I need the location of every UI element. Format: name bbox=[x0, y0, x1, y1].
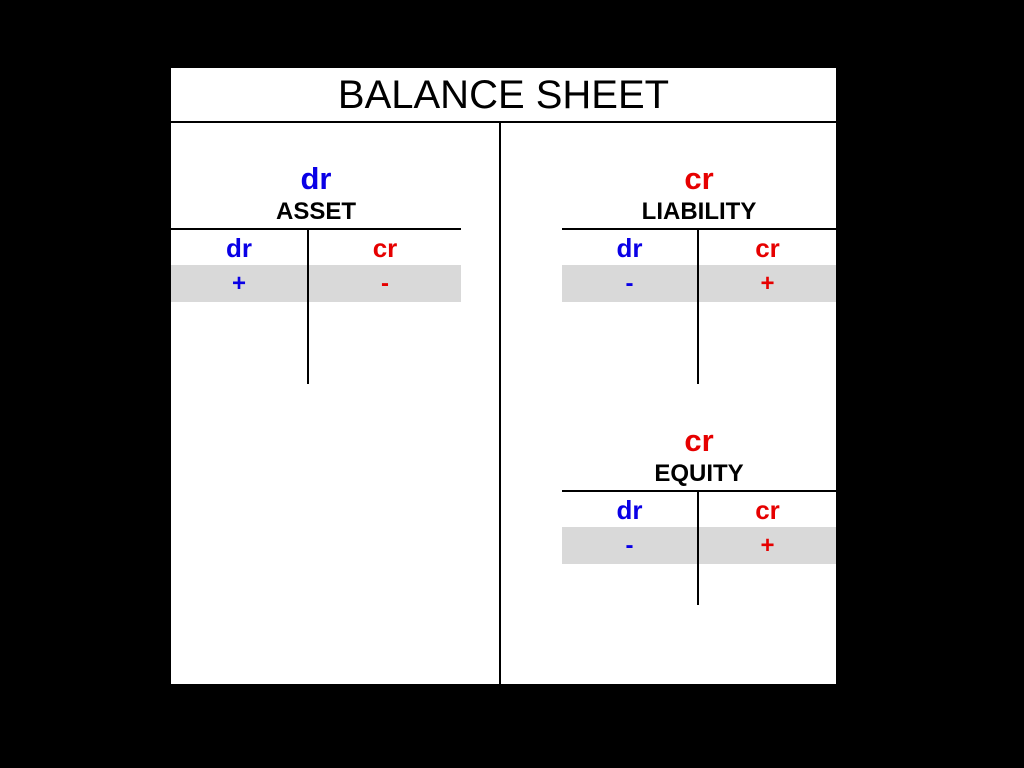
liability-credit-header: cr bbox=[755, 233, 780, 263]
asset-t-account: dr ASSET dr cr + - bbox=[171, 161, 461, 385]
liability-t-account: cr LIABILITY dr cr - + bbox=[562, 161, 836, 385]
balance-sheet: BALANCE SHEET dr ASSET dr cr + - cr LIAB… bbox=[171, 68, 836, 684]
liability-debit-header: dr bbox=[616, 233, 643, 263]
asset-debit-header: dr bbox=[226, 233, 252, 263]
liability-t-stem bbox=[697, 230, 699, 384]
equity-debit-effect: - bbox=[625, 532, 634, 559]
equity-t-account: cr EQUITY dr cr - + bbox=[562, 423, 836, 607]
liability-t-top-line bbox=[562, 228, 836, 230]
liability-normal-balance: cr bbox=[684, 161, 714, 196]
liability-credit-effect: + bbox=[760, 270, 775, 297]
asset-t-stem bbox=[307, 230, 309, 384]
equity-debit-header: dr bbox=[616, 495, 643, 525]
asset-credit-header: cr bbox=[372, 233, 398, 263]
asset-debit-effect: + bbox=[231, 270, 246, 297]
asset-t-stem-overlay bbox=[307, 265, 309, 302]
asset-effect-row bbox=[171, 265, 461, 302]
sheet-title: BALANCE SHEET bbox=[171, 68, 836, 123]
asset-credit-effect: - bbox=[381, 270, 389, 297]
equity-t-stem-overlay bbox=[697, 527, 699, 564]
liability-effect-row bbox=[562, 265, 836, 302]
equity-t-top-line bbox=[562, 490, 836, 492]
liability-debit-effect: - bbox=[625, 270, 634, 297]
equity-normal-balance: cr bbox=[684, 423, 714, 458]
liability-account-name: LIABILITY bbox=[641, 198, 757, 225]
asset-account-name: ASSET bbox=[275, 198, 356, 225]
asset-t-top-line bbox=[171, 228, 461, 230]
center-divider bbox=[499, 123, 501, 684]
asset-normal-balance: dr bbox=[300, 161, 332, 196]
equity-credit-header: cr bbox=[755, 495, 780, 525]
equity-credit-effect: + bbox=[760, 532, 775, 559]
equity-account-name: EQUITY bbox=[654, 460, 744, 487]
liability-t-stem-overlay bbox=[697, 265, 699, 302]
equity-effect-row bbox=[562, 527, 836, 564]
